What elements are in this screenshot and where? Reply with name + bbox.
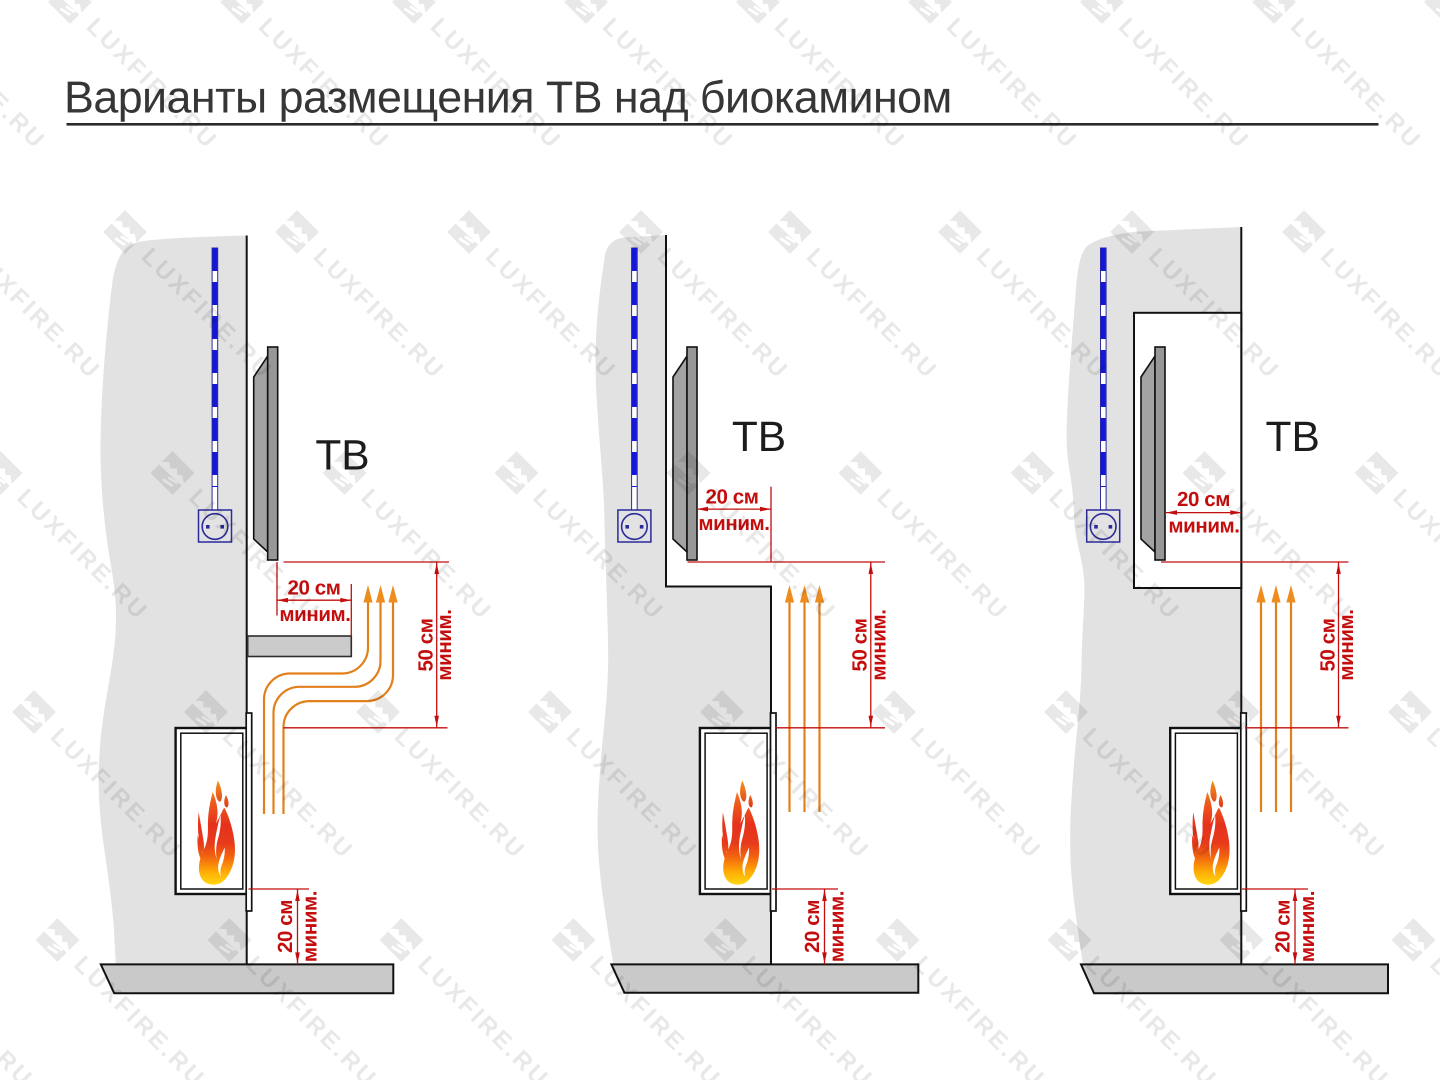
svg-text:20 см: 20 см xyxy=(1177,488,1230,511)
svg-text:миним.: миним. xyxy=(433,609,456,680)
svg-text:ТВ: ТВ xyxy=(1266,414,1320,461)
svg-text:50 см: 50 см xyxy=(415,618,438,671)
svg-text:50 см: 50 см xyxy=(849,618,872,671)
svg-text:20 см: 20 см xyxy=(274,900,297,953)
svg-text:20 см: 20 см xyxy=(1271,900,1294,953)
svg-text:миним.: миним. xyxy=(1335,609,1358,680)
svg-text:миним.: миним. xyxy=(826,891,849,962)
svg-text:миним.: миним. xyxy=(1168,514,1239,537)
svg-text:миним.: миним. xyxy=(1296,891,1319,962)
svg-text:миним.: миним. xyxy=(867,609,890,680)
svg-text:50 см: 50 см xyxy=(1316,618,1339,671)
svg-text:20 см: 20 см xyxy=(801,900,824,953)
svg-text:миним.: миним. xyxy=(299,891,322,962)
svg-text:ТВ: ТВ xyxy=(732,414,786,461)
